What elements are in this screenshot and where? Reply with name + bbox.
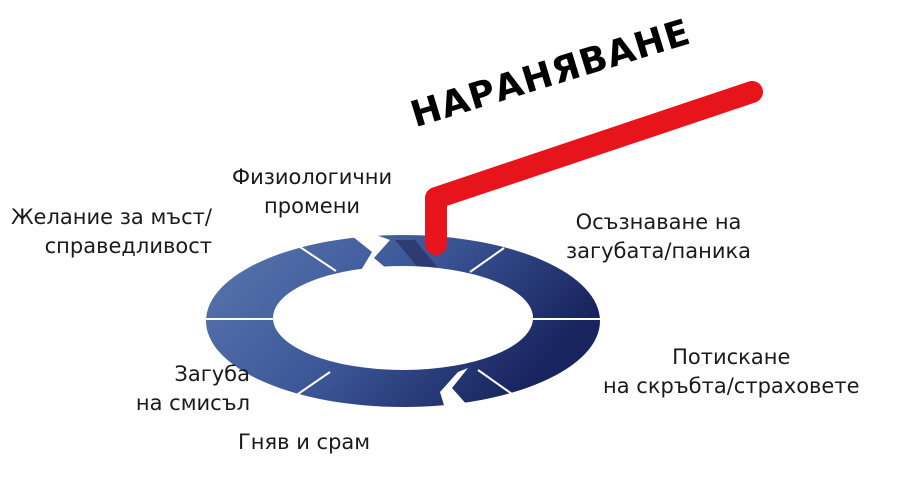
stage-label: Гняв и срам — [238, 430, 371, 454]
stage-loss-of-meaning: Загуба на смисъл — [118, 360, 250, 418]
stage-label: на смисъл — [135, 391, 250, 415]
segment-dividers — [206, 246, 600, 395]
stage-label: Осъзнаване на — [575, 210, 742, 234]
stage-suppression: Потискане на скръбта/страховете — [603, 343, 860, 401]
stage-label: Желание за мъст/ — [10, 205, 212, 229]
stage-label: на скръбта/страховете — [603, 374, 860, 398]
ring-segments — [206, 235, 600, 407]
stage-physiological: Физиологични промени — [232, 163, 392, 221]
injury-pointer — [425, 81, 763, 255]
stage-label: Загуба — [174, 362, 250, 386]
stage-revenge: Желание за мъст/ справедливост — [0, 203, 212, 261]
stage-label: Потискане — [672, 345, 791, 369]
stage-label: промени — [264, 194, 361, 218]
stage-label: Физиологични — [232, 165, 393, 189]
stage-awareness: Осъзнаване на загубата/паника — [566, 208, 751, 266]
stage-label: справедливост — [44, 234, 212, 258]
stage-label: загубата/паника — [566, 239, 752, 263]
stage-anger-shame: Гняв и срам — [238, 428, 370, 457]
